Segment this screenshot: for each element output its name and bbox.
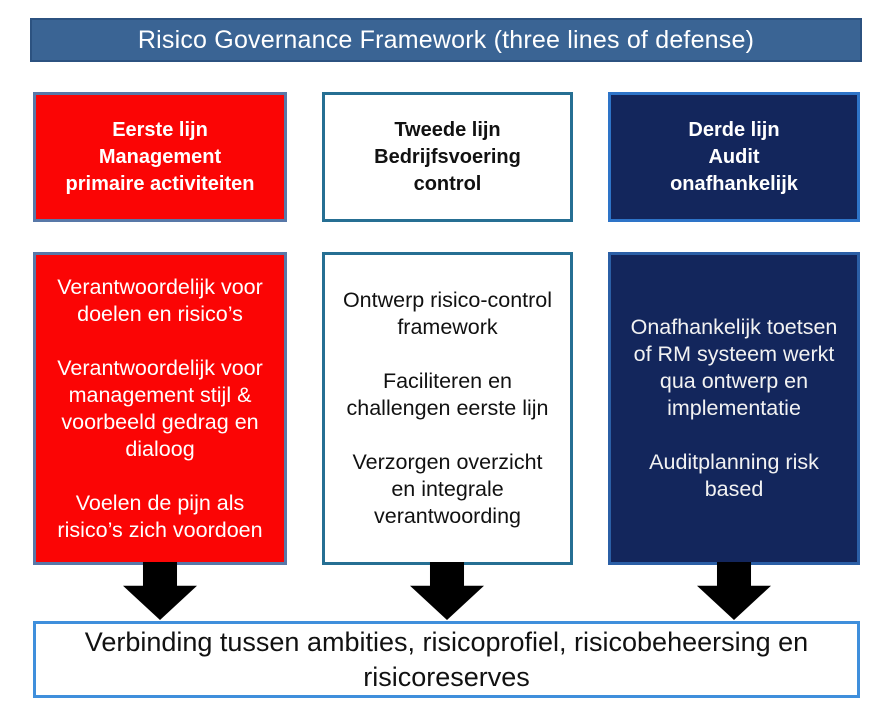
body-text-eerste-lijn: Verantwoordelijk voor doelen en risico’s… [57,274,263,542]
down-arrow-icon [123,562,197,620]
body-box-eerste-lijn: Verantwoordelijk voor doelen en risico’s… [33,252,287,565]
body-box-tweede-lijn: Ontwerp risico-control framework Facilit… [322,252,573,565]
header-text-derde-lijn: Derde lijn Audit onafhankelijk [670,118,798,195]
down-arrow-icon [697,562,771,620]
down-arrow-icon [410,562,484,620]
header-box-derde-lijn: Derde lijn Audit onafhankelijk [608,92,860,222]
body-box-derde-lijn: Onafhankelijk toetsen of RM systeem werk… [608,252,860,565]
diagram-title: Risico Governance Framework (three lines… [137,25,755,54]
body-text-tweede-lijn: Ontwerp risico-control framework Facilit… [342,288,553,528]
conclusion-box: Verbinding tussen ambities, risicoprofie… [33,621,860,698]
header-box-tweede-lijn: Tweede lijn Bedrijfsvoering control [322,92,573,222]
header-box-eerste-lijn: Eerste lijn Management primaire activite… [33,92,287,222]
conclusion-text: Verbinding tussen ambities, risicoprofie… [84,626,809,692]
header-text-tweede-lijn: Tweede lijn Bedrijfsvoering control [374,118,521,195]
header-text-eerste-lijn: Eerste lijn Management primaire activite… [65,118,255,195]
title-banner: Risico Governance Framework (three lines… [30,18,862,62]
body-text-derde-lijn: Onafhankelijk toetsen of RM systeem werk… [630,315,838,501]
